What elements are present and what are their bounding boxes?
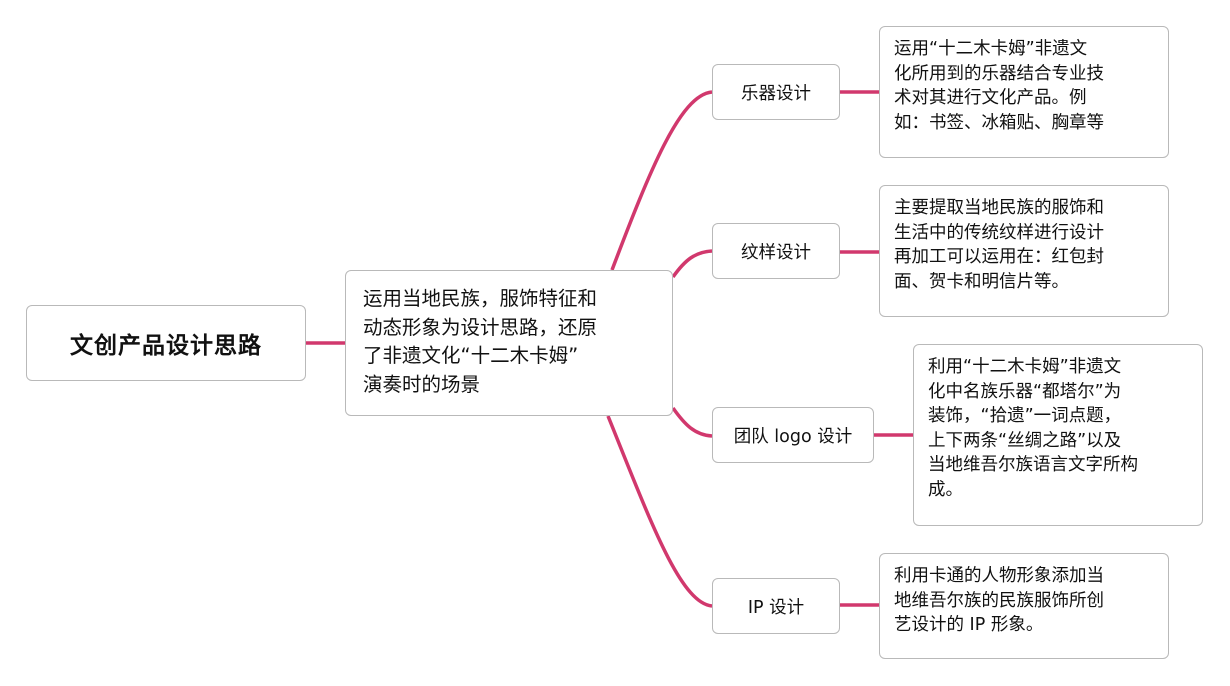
description-line: 化中名族乐器“都塔尔”为 [928,381,1122,402]
connector-center-branch-2 [671,249,713,279]
description-line: 术对其进行文化产品。例 [894,88,1087,108]
description-line: 生活中的传统纹样进行设计 [894,222,1104,243]
description-line: 如：书签、冰箱贴、胸章等 [894,112,1104,133]
root-topic[interactable]: 文创产品设计思路 [26,305,306,381]
description-line: 运用“十二木卡姆”非遗文 [894,39,1088,59]
description-line: 主要提取当地民族的服饰和 [894,198,1104,218]
branch-ip-design[interactable]: IP 设计 [712,578,840,634]
description-line: 利用“十二木卡姆”非遗文 [928,357,1122,377]
description-line: 地维吾尔族的民族服饰所创 [894,590,1104,611]
connector-center-branch-4 [606,415,713,608]
branch-label: 团队 logo 设计 [733,426,853,447]
description-line: 化所用到的乐器结合专业技 [894,63,1104,84]
description-line: 面、贺卡和明信片等。 [894,271,1069,292]
description-line: 上下两条“丝绸之路”以及 [928,430,1122,451]
description-line: 再加工可以运用在：红包封 [894,247,1104,267]
connector-center-branch-1 [610,90,713,271]
description-line: 艺设计的 IP 形象。 [894,615,1044,635]
branch-pattern-design-description[interactable]: 主要提取当地民族的服饰和 生活中的传统纹样进行设计 再加工可以运用在：红包封 面… [879,185,1169,317]
branch-team-logo-design-description[interactable]: 利用“十二木卡姆”非遗文 化中名族乐器“都塔尔”为 装饰，“拾遗”一词点题， 上… [913,344,1203,526]
central-topic-line: 运用当地民族，服饰特征和 [363,287,598,310]
branch-team-logo-design[interactable]: 团队 logo 设计 [712,407,874,463]
central-topic[interactable]: 运用当地民族，服饰特征和 动态形象为设计思路，还原 了非遗文化“十二木卡姆” 演… [345,270,673,416]
branch-instrument-design[interactable]: 乐器设计 [712,64,840,120]
central-topic-line: 了非遗文化“十二木卡姆” [363,344,579,367]
connector-center-branch-3 [671,406,713,438]
central-topic-line: 演奏时的场景 [363,372,481,396]
branch-label: IP 设计 [747,597,805,618]
description-line: 成。 [928,479,963,500]
central-topic-line: 动态形象为设计思路，还原 [363,315,598,339]
branch-ip-design-description[interactable]: 利用卡通的人物形象添加当 地维吾尔族的民族服饰所创 艺设计的 IP 形象。 [879,553,1169,659]
description-line: 利用卡通的人物形象添加当 [894,566,1104,586]
branch-instrument-design-description[interactable]: 运用“十二木卡姆”非遗文 化所用到的乐器结合专业技 术对其进行文化产品。例 如：… [879,26,1169,158]
branch-pattern-design[interactable]: 纹样设计 [712,223,840,279]
description-line: 当地维吾尔族语言文字所构 [928,455,1138,475]
branch-label: 乐器设计 [741,83,811,104]
description-line: 装饰，“拾遗”一词点题， [928,406,1122,426]
root-topic-label: 文创产品设计思路 [70,333,262,359]
branch-label: 纹样设计 [741,242,811,263]
